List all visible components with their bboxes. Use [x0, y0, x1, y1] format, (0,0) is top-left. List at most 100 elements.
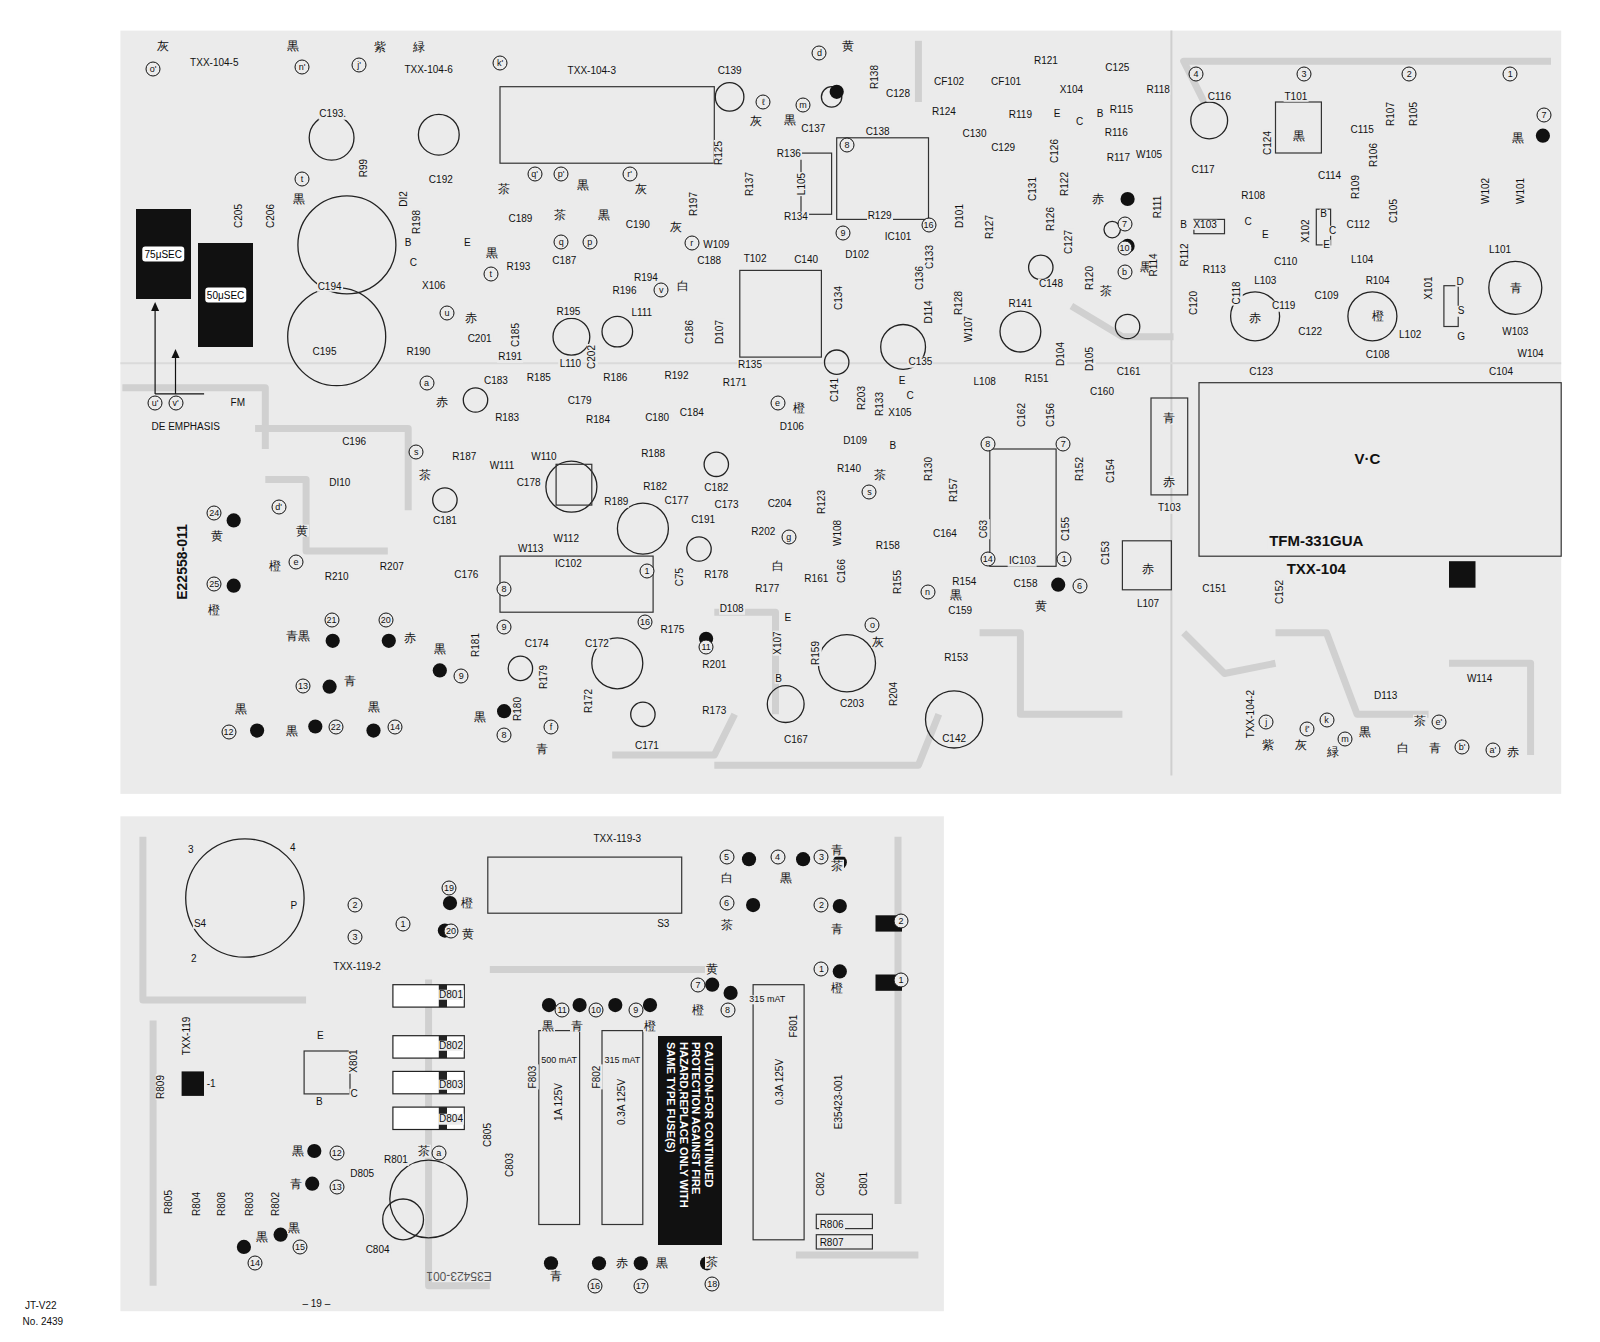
part-label: X102 — [1301, 218, 1312, 243]
part-label: R198 — [412, 209, 423, 235]
callout-number: p — [582, 234, 597, 249]
part-label: C — [349, 1089, 358, 1100]
callout-number: 11 — [699, 639, 714, 654]
part-label: R203 — [857, 385, 868, 411]
copper-trace — [150, 1020, 157, 1285]
part-label: F803 — [527, 1064, 538, 1089]
callout-number: 17 — [633, 1278, 648, 1293]
component-outline — [602, 1031, 643, 1225]
wire-color-label: 黒 — [1292, 129, 1306, 142]
callout-number: k — [1319, 713, 1334, 728]
callout-number: o — [865, 617, 880, 632]
capacitor-outline — [309, 115, 354, 160]
part-label: R184 — [585, 415, 611, 426]
part-label: C118 — [1231, 280, 1242, 305]
part-label: B — [404, 238, 413, 249]
wire-pad — [573, 998, 587, 1012]
component-outline — [1199, 383, 1561, 557]
part-label: R207 — [379, 562, 405, 573]
wire-color-label: 青 — [289, 1177, 303, 1190]
part-label: R141 — [1007, 299, 1033, 310]
callout-number: b — [1117, 265, 1132, 280]
part-label: C75 — [674, 566, 685, 586]
part-label: R173 — [701, 706, 727, 717]
callout-number: d' — [271, 500, 286, 515]
callout-number: q — [554, 234, 569, 249]
callout-number: 15 — [293, 1239, 308, 1254]
part-label: C135 — [907, 357, 933, 368]
part-label: E — [463, 238, 472, 249]
capacitor-outline — [186, 839, 304, 957]
wire-pad — [1121, 192, 1135, 206]
part-label: IC101 — [884, 231, 913, 242]
part-label: IC102 — [554, 559, 583, 570]
wire-color-label: 青 — [535, 743, 549, 756]
callout-number: 1 — [396, 916, 411, 931]
callout-number: 13 — [329, 1179, 344, 1194]
part-label: R809 — [156, 1074, 167, 1100]
part-label: L103 — [1253, 275, 1277, 286]
wire-pad — [724, 986, 738, 1000]
part-label: C63 — [978, 518, 989, 538]
part-label: C203 — [839, 699, 865, 710]
wire-pad — [308, 719, 322, 733]
callout-number: 3 — [1297, 66, 1312, 81]
part-label: B — [315, 1097, 324, 1108]
wire-color-label: 緑 — [412, 41, 426, 54]
part-label: R124 — [931, 107, 957, 118]
part-label: C151 — [1201, 584, 1227, 595]
part-label: C — [1243, 217, 1252, 228]
part-label: C187 — [551, 256, 577, 267]
callout-number: 9 — [835, 225, 850, 240]
callout-number: 2 — [348, 898, 363, 913]
wire-color-label: 黒 — [286, 40, 300, 53]
part-label: C — [906, 391, 915, 402]
part-label: D102 — [844, 250, 870, 261]
capacitor-outline — [818, 635, 875, 692]
callout-number: 13 — [296, 678, 311, 693]
wire-color-label: 茶 — [873, 468, 887, 481]
part-label: D109 — [842, 436, 868, 447]
part-label: C183 — [483, 375, 509, 386]
wire-color-label: 黒 — [255, 1230, 269, 1243]
wire-color-label: 橙 — [830, 982, 844, 995]
part-label: C156 — [1046, 402, 1057, 428]
callout-number: 6 — [719, 896, 734, 911]
part-label: L108 — [973, 376, 997, 387]
part-label: C171 — [634, 741, 660, 752]
copper-trace — [490, 966, 715, 973]
part-label: D108 — [719, 604, 745, 615]
wire-pad — [746, 898, 760, 912]
part-label: D113 — [1373, 691, 1398, 702]
part-label: C155 — [1061, 516, 1072, 542]
part-label: C185 — [511, 322, 522, 348]
part-label: R140 — [836, 464, 862, 475]
callout-number: g — [781, 529, 796, 544]
wire-color-label: 橙 — [792, 402, 806, 415]
callout-number: 18 — [705, 1276, 720, 1291]
deemphasis-jumper: 75μSEC — [136, 209, 191, 299]
callout-number: b' — [1455, 739, 1470, 754]
part-label: R125 — [714, 140, 725, 166]
part-label: F802 — [592, 1064, 603, 1089]
wire-color-label: 茶 — [1099, 285, 1113, 298]
copper-trace — [1184, 633, 1276, 674]
capacitor-outline — [767, 686, 804, 723]
part-label: R120 — [1085, 265, 1096, 291]
part-label: R804 — [192, 1191, 203, 1217]
callout-number: p' — [554, 166, 569, 181]
callout-number: r — [684, 235, 699, 250]
part-label: 315 mAT — [603, 1056, 641, 1065]
part-label: TXX-104-2 — [1246, 689, 1257, 739]
part-label: C — [1075, 117, 1084, 128]
wire-color-label: 黒 — [655, 1257, 669, 1270]
leader-line — [155, 308, 156, 394]
part-label: R135 — [737, 360, 763, 371]
callout-number: 4 — [1188, 66, 1203, 81]
part-label: C158 — [1013, 578, 1039, 589]
capacitor-outline — [825, 350, 849, 374]
part-label: TXX-104-3 — [567, 66, 617, 77]
part-label: D104 — [1056, 341, 1067, 367]
wire-pad — [643, 998, 657, 1012]
wire-color-label: 白 — [1396, 742, 1410, 755]
